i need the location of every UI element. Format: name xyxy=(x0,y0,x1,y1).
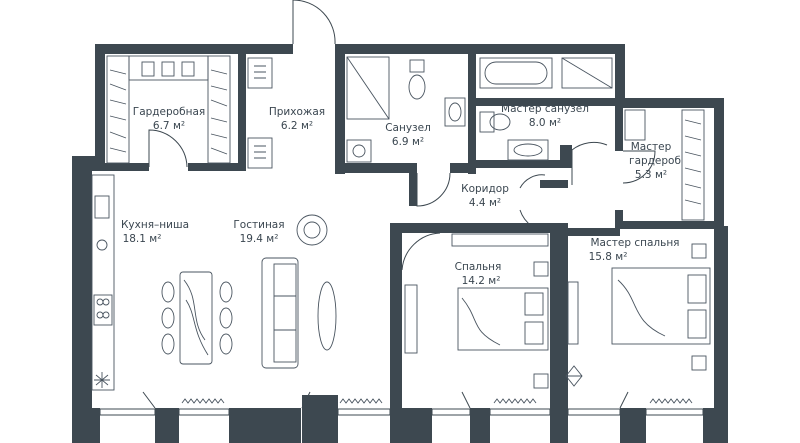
room-labels: Гардеробная 6.7 м² Прихожая 6.2 м² Сануз… xyxy=(121,103,681,287)
room-wardrobe-name: Гардеробная xyxy=(133,106,205,118)
room-kitchen-area: 18.1 м² xyxy=(123,233,162,245)
walls xyxy=(72,44,728,443)
room-hall-area: 6.2 м² xyxy=(281,120,313,132)
room-hall-name: Прихожая xyxy=(269,106,325,118)
room-master-wardrobe-name-2: гардероб xyxy=(629,155,681,167)
room-master-wardrobe-area: 5.3 м² xyxy=(635,169,667,181)
room-kitchen-name: Кухня–ниша xyxy=(121,219,189,231)
room-wardrobe-area: 6.7 м² xyxy=(153,120,185,132)
windows xyxy=(99,398,704,416)
room-corridor-name: Коридор xyxy=(461,183,509,195)
room-living-area: 19.4 м² xyxy=(240,233,279,245)
room-bedroom-name: Спальня xyxy=(455,261,502,273)
room-master-bath-name: Мастер санузел xyxy=(501,103,589,115)
room-master-bedroom-name: Мастер спальня xyxy=(591,237,680,249)
room-bedroom-area: 14.2 м² xyxy=(462,275,501,287)
doors xyxy=(142,0,656,409)
room-bathroom-name: Санузел xyxy=(385,122,431,134)
room-corridor-area: 4.4 м² xyxy=(469,197,501,209)
room-living-name: Гостиная xyxy=(233,219,284,231)
room-bathroom-area: 6.9 м² xyxy=(392,136,424,148)
room-master-wardrobe-name-1: Мастер xyxy=(631,141,672,153)
furniture xyxy=(91,55,711,391)
room-master-bath-area: 8.0 м² xyxy=(529,117,561,129)
room-master-bedroom-area: 15.8 м² xyxy=(589,251,628,263)
